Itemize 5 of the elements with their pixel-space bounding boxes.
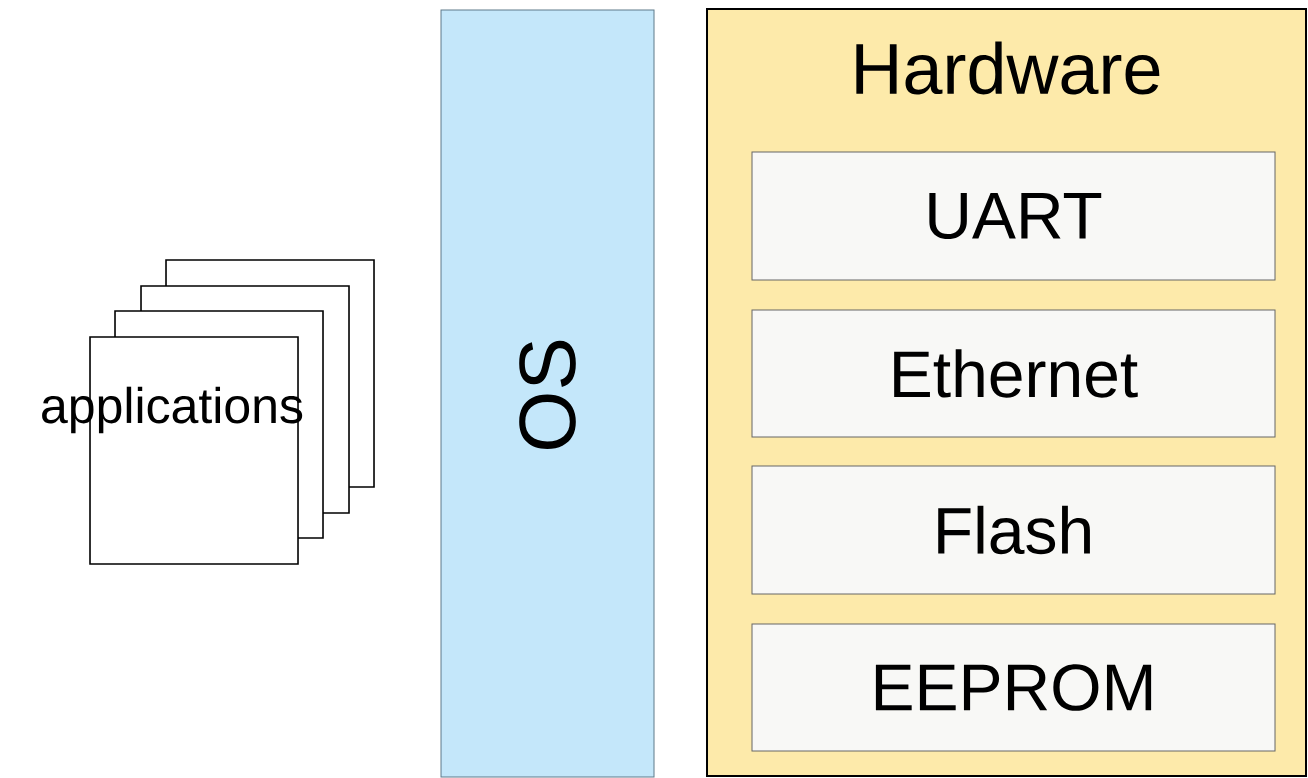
component-box: EEPROM — [751, 623, 1276, 752]
component-box: UART — [751, 151, 1276, 281]
component-box: Ethernet — [751, 309, 1276, 438]
os-layer: OS — [440, 9, 655, 778]
component-box: Flash — [751, 465, 1276, 595]
